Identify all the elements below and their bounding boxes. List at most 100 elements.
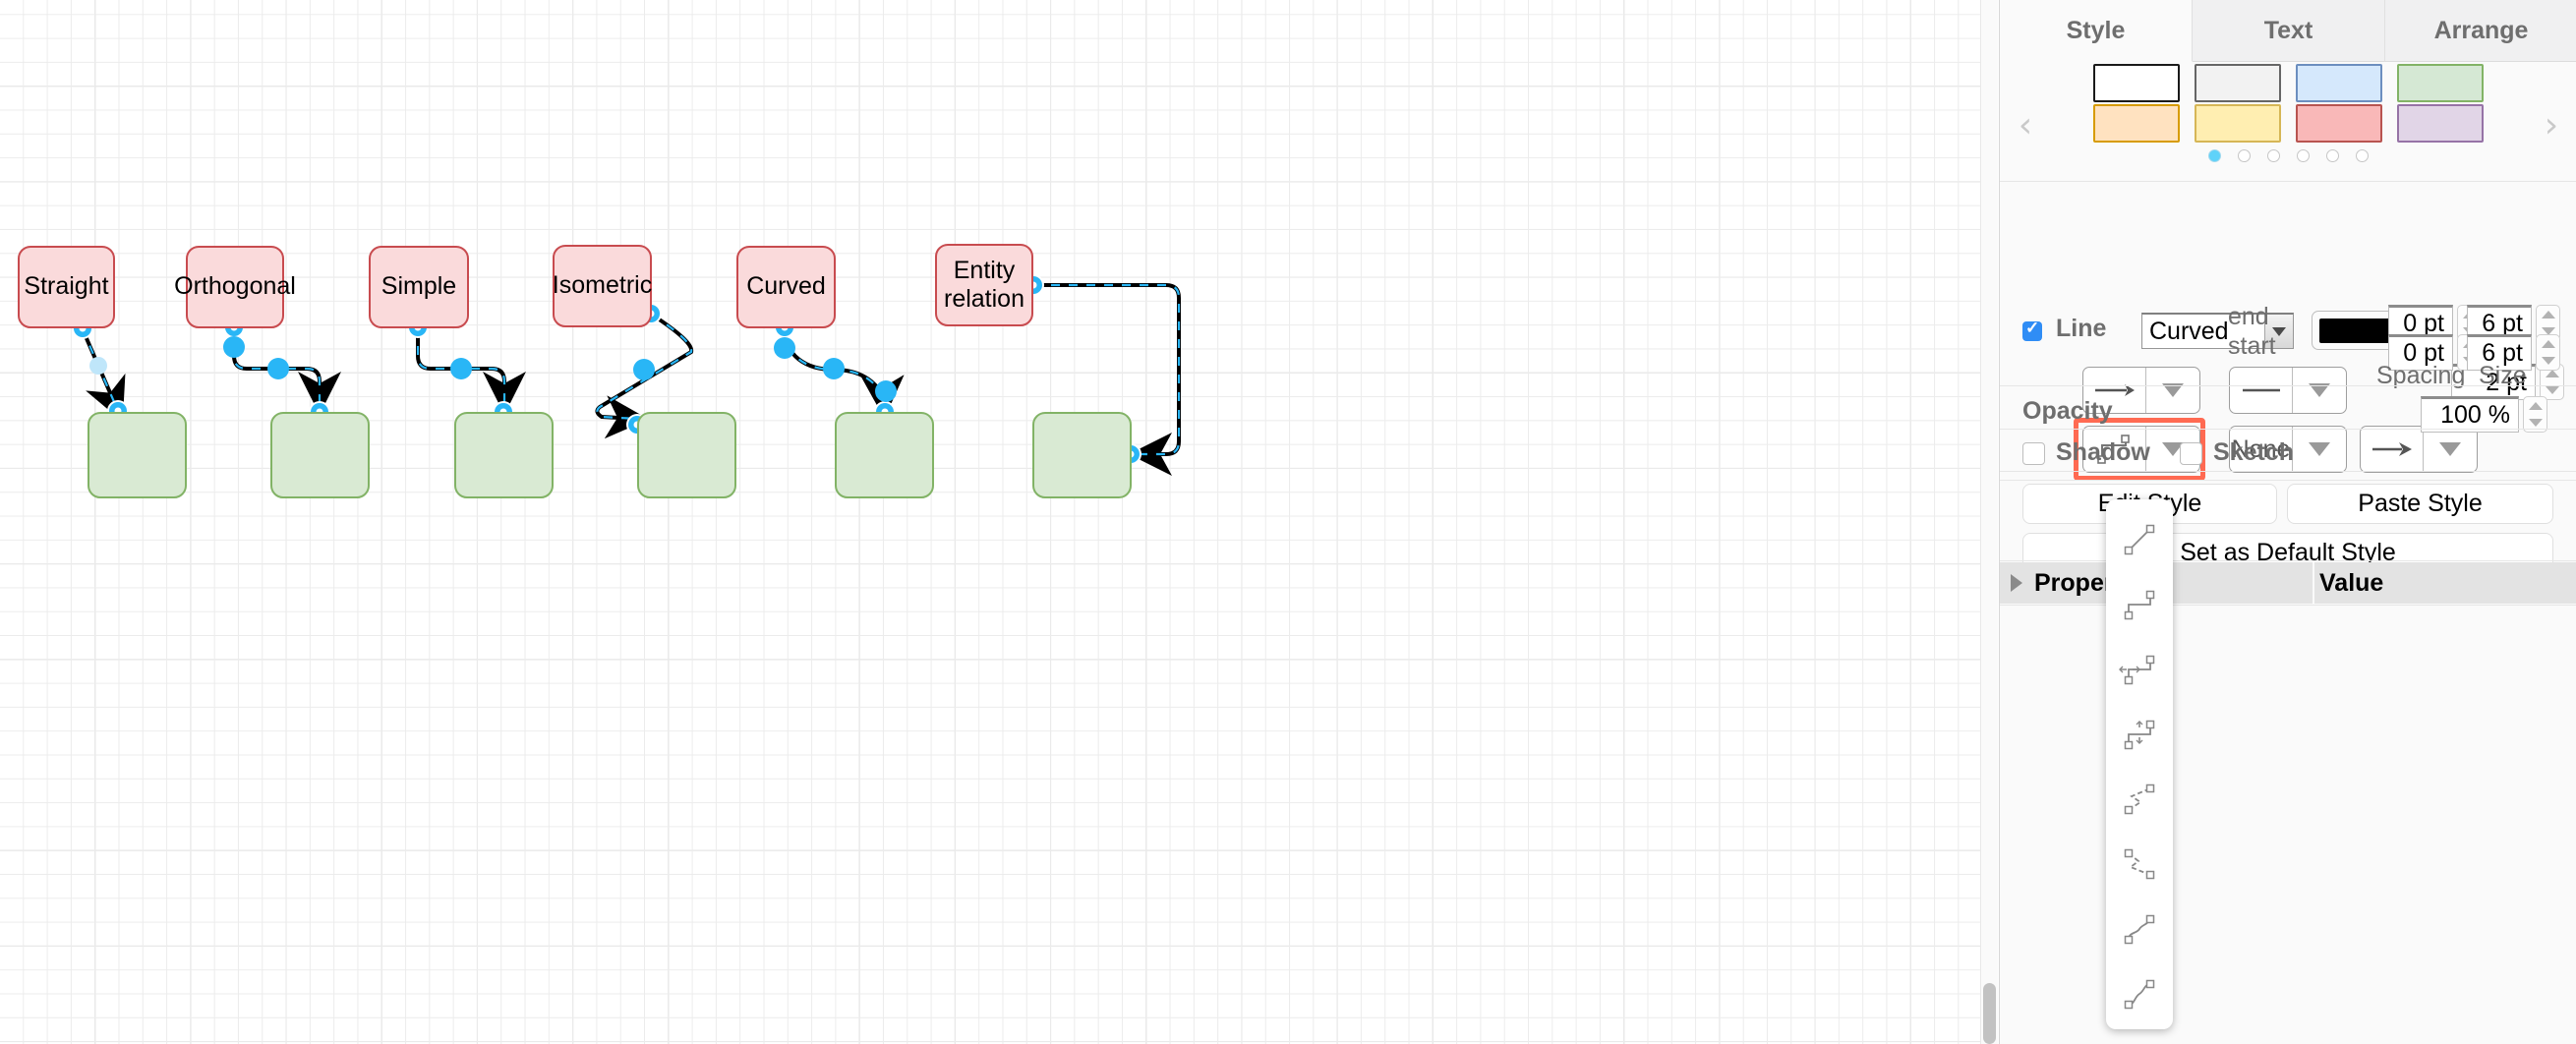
shape-target-straight[interactable] [88,412,187,498]
format-panel: Style Text Arrange ‹ › Li [1999,0,2576,1044]
paste-style-button[interactable]: Paste Style [2287,484,2553,524]
connector-isometric[interactable] [595,313,694,439]
canvas-vertical-scrollbar[interactable] [1980,0,1998,1044]
shape-target-entity-relation[interactable] [1032,412,1132,498]
opacity-value[interactable]: 100 % [2421,396,2519,433]
tab-style[interactable]: Style [2000,0,2193,62]
waypoint-style-dropdown-icon[interactable] [2145,427,2199,472]
arrow-end-label: end [2228,303,2269,330]
end-arrow-button[interactable] [2360,426,2478,473]
waypoint-option-curved[interactable] [2106,897,2173,961]
palette-dot-2[interactable] [2238,149,2251,162]
waypoint-option-vertical[interactable] [2106,637,2173,702]
shape-source-entity-relation[interactable]: Entity relation [935,244,1033,326]
style-swatch-2[interactable] [2195,64,2281,102]
end-arrow-dropdown-icon[interactable] [2423,427,2477,472]
arrow-start-spacing-value[interactable]: 0 pt [2388,334,2453,371]
style-swatch-7[interactable] [2296,104,2382,143]
connectors-layer [72,274,1181,476]
line-style-button[interactable] [2229,367,2347,414]
style-swatch-3[interactable] [2296,64,2382,102]
shape-target-isometric[interactable] [637,412,736,498]
arrow-right-icon [2361,427,2423,472]
chevron-right-icon[interactable]: › [2544,105,2559,145]
divider-palette [2000,181,2576,182]
value-column-header: Value [2319,568,2384,597]
shadow-label: Shadow [2056,438,2150,466]
arrow-start-size-spinner[interactable] [2536,334,2560,371]
style-swatch-5[interactable] [2093,104,2180,143]
tab-text[interactable]: Text [2193,0,2385,62]
waypoint-option-isometric[interactable] [2106,767,2173,832]
palette-dot-3[interactable] [2267,149,2280,162]
palette-dot-1[interactable] [2208,149,2221,162]
waypoint-style-menu[interactable] [2106,499,2173,1029]
style-swatch-6[interactable] [2195,104,2281,143]
waypoint-option-entity-relation[interactable] [2106,961,2173,1026]
palette-dot-4[interactable] [2297,149,2310,162]
line-color-button[interactable] [2312,311,2400,350]
palette-dot-6[interactable] [2356,149,2369,162]
tab-arrange[interactable]: Arrange [2385,0,2576,62]
opacity-spinner[interactable] [2523,396,2547,433]
line-checkbox[interactable] [2022,319,2042,341]
shape-source-curved[interactable]: Curved [736,246,836,328]
opacity-label: Opacity [2022,397,2113,425]
chevron-down-icon[interactable] [2264,315,2293,348]
shape-source-simple[interactable]: Simple [369,246,469,328]
size-label: Size [2479,362,2527,389]
waypoint-option-orthogonal[interactable] [2106,572,2173,637]
style-swatch-8[interactable] [2397,104,2484,143]
arrow-style-button[interactable] [2082,367,2200,414]
divider-properties-bottom [2000,605,2576,606]
expand-triangle-icon[interactable] [2011,574,2022,592]
shape-source-orthogonal[interactable]: Orthogonal [174,246,296,328]
waypoint-handles[interactable] [223,336,897,402]
style-swatch-4[interactable] [2397,64,2484,102]
start-arrow-dropdown-icon[interactable] [2292,427,2346,472]
waypoint-option-horizontal[interactable] [2106,702,2173,767]
properties-header[interactable]: Property Value [2000,562,2576,604]
divider-properties [2000,560,2576,561]
orthogonal-waypoint-icon [2083,427,2145,472]
properties-column-separator [2313,562,2314,604]
divider-line-top [2000,480,2576,481]
palette-page-dots [2000,149,2576,162]
shape-target-simple[interactable] [454,412,554,498]
start-arrow-value: None [2231,435,2291,463]
divider-sketch [2000,471,2576,472]
canvas-vertical-scrollbar-thumb[interactable] [1983,983,1996,1044]
shape-source-isometric[interactable]: Isometric [553,245,652,327]
waypoint-option-isometric-vertical[interactable] [2106,832,2173,897]
solid-line-icon [2230,368,2292,413]
sketch-label: Sketch [2213,438,2294,466]
palette-dot-5[interactable] [2326,149,2339,162]
divider-opacity [2000,429,2576,430]
shape-source-straight[interactable]: Straight [18,246,115,328]
connector-entity-relation[interactable] [1033,283,1181,476]
line-type-select[interactable]: Curved [2141,313,2294,349]
line-type-value: Curved [2149,317,2229,345]
sketch-checkbox[interactable] [2180,442,2202,465]
divider-arrowsizes [2000,385,2576,386]
arrow-style-dropdown-icon[interactable] [2145,368,2199,413]
waypoint-option-straight[interactable] [2106,507,2173,572]
arrow-start-label: start [2228,332,2276,360]
line-style-dropdown-icon[interactable] [2292,368,2346,413]
arrow-start-size-value[interactable]: 6 pt [2467,334,2532,371]
shape-target-curved[interactable] [835,412,934,498]
spacing-label: Spacing [2376,362,2466,389]
shadow-checkbox[interactable] [2022,442,2045,465]
start-arrow-button[interactable]: None [2229,426,2347,473]
style-palette: ‹ › [2000,62,2576,187]
style-swatch-1[interactable] [2093,64,2180,102]
format-tabs: Style Text Arrange [2000,0,2576,62]
opacity-stepper[interactable]: 100 % [2421,396,2547,433]
arrow-right-icon [2083,368,2145,413]
arrow-start-size-stepper[interactable]: 6 pt [2467,334,2560,371]
diagram-canvas[interactable]: Straight Orthogonal Simple Isometric Cur… [0,0,1994,1044]
shape-target-orthogonal[interactable] [270,412,370,498]
line-color-swatch [2319,318,2392,343]
virtual-waypoint[interactable] [89,357,107,375]
chevron-left-icon[interactable]: ‹ [2018,105,2033,145]
